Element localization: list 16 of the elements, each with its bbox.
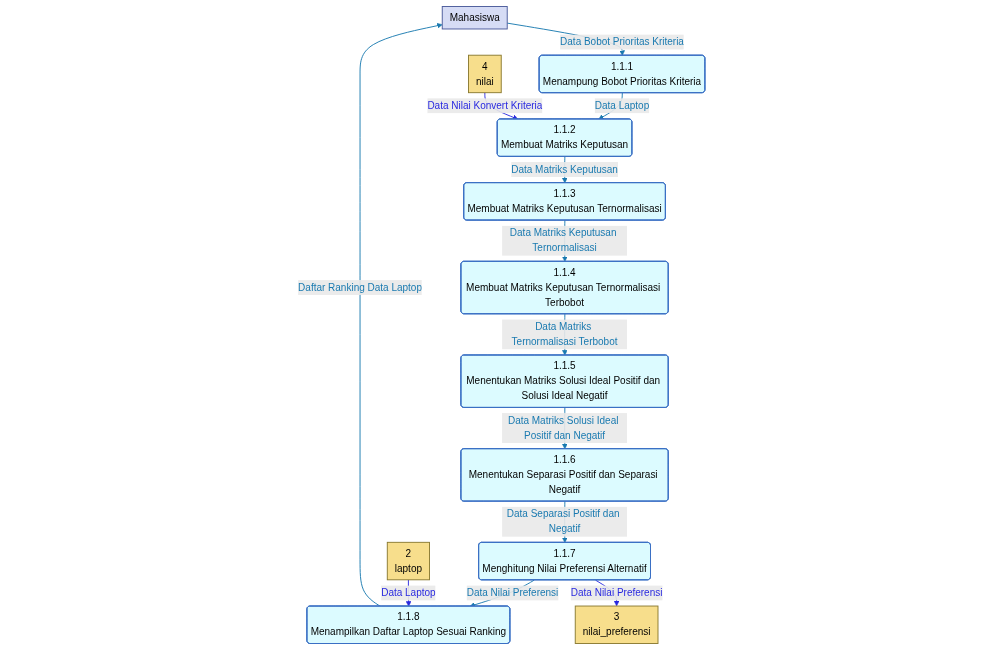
edge-label: Daftar Ranking Data Laptop	[298, 281, 422, 293]
edge-label: Data Matriks Keputusan Ternormalisasi	[509, 227, 617, 254]
edge-label: Data Nilai Preferensi	[570, 587, 663, 598]
edge-label: Data Nilai Konvert Kriteria	[427, 100, 543, 111]
edge-label: Data Separasi Positif dan Negatif	[506, 508, 620, 535]
edge-label: Data Matriks Ternormalisasi Terbobot	[511, 321, 618, 347]
edge-label: Data Laptop	[594, 100, 650, 111]
edge-label: Data Laptop	[381, 587, 436, 598]
edge-label: Data Matriks Keputusan	[511, 163, 618, 175]
edge-label: Data Matriks Solusi Ideal Positif dan Negatif	[507, 414, 619, 441]
node-box: 3 nilai_preferensi	[574, 605, 659, 644]
node-box: 4 nilai	[468, 54, 502, 94]
edge-label: Data Nilai Preferensi	[466, 587, 559, 598]
node-box: Mahasiswa	[441, 6, 508, 30]
node-box: 2 laptop	[386, 541, 430, 581]
edge-label: Data Bobot Prioritas Kriteria	[560, 36, 684, 48]
